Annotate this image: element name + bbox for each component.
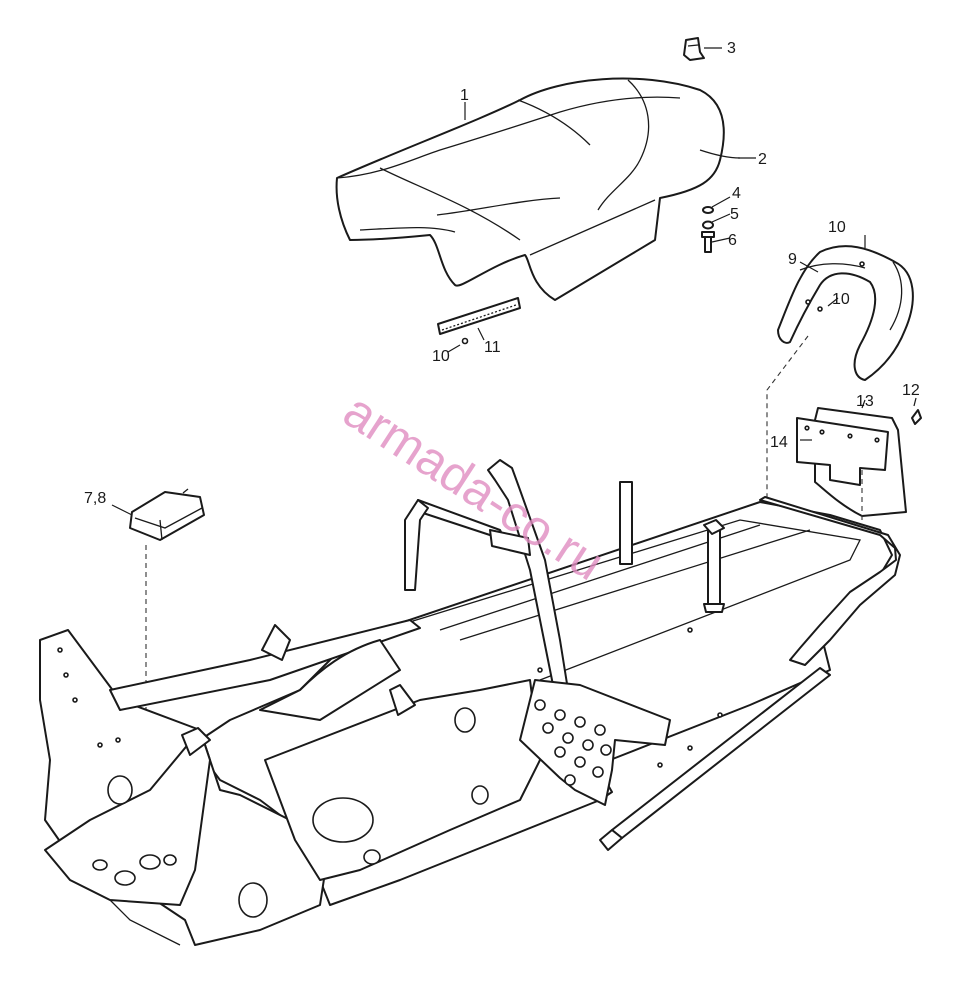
callout-10-handle: 10	[832, 291, 850, 308]
callout-6: 6	[728, 232, 737, 249]
callout-14: 14	[770, 434, 788, 451]
callout-4: 4	[732, 185, 741, 202]
trim-strip	[437, 297, 521, 345]
posts	[619, 481, 725, 613]
assembly-line-handle	[766, 335, 809, 520]
callout-12: 12	[902, 382, 920, 399]
fastener-stack	[701, 206, 715, 253]
mud-flap	[796, 407, 922, 517]
callout-9: 9	[788, 251, 797, 268]
callout-13: 13	[856, 393, 874, 410]
callout-7-8: 7,8	[84, 490, 106, 507]
callout-11: 11	[484, 339, 501, 356]
callout-3: 3	[727, 40, 736, 57]
rear-rail	[537, 627, 831, 851]
footrest-plate	[519, 679, 671, 806]
callout-5: 5	[730, 206, 739, 223]
callout-1: 1	[460, 87, 469, 104]
seat	[335, 77, 741, 301]
callout-10-strip: 10	[432, 348, 450, 365]
leader-lines	[111, 47, 917, 516]
bag	[129, 488, 205, 541]
watermark: armada-co.ru	[334, 382, 614, 591]
clip	[683, 37, 705, 61]
callout-10-top: 10	[828, 219, 846, 236]
steering-column	[404, 459, 569, 696]
grab-handle	[777, 245, 914, 381]
callout-2: 2	[758, 151, 767, 168]
